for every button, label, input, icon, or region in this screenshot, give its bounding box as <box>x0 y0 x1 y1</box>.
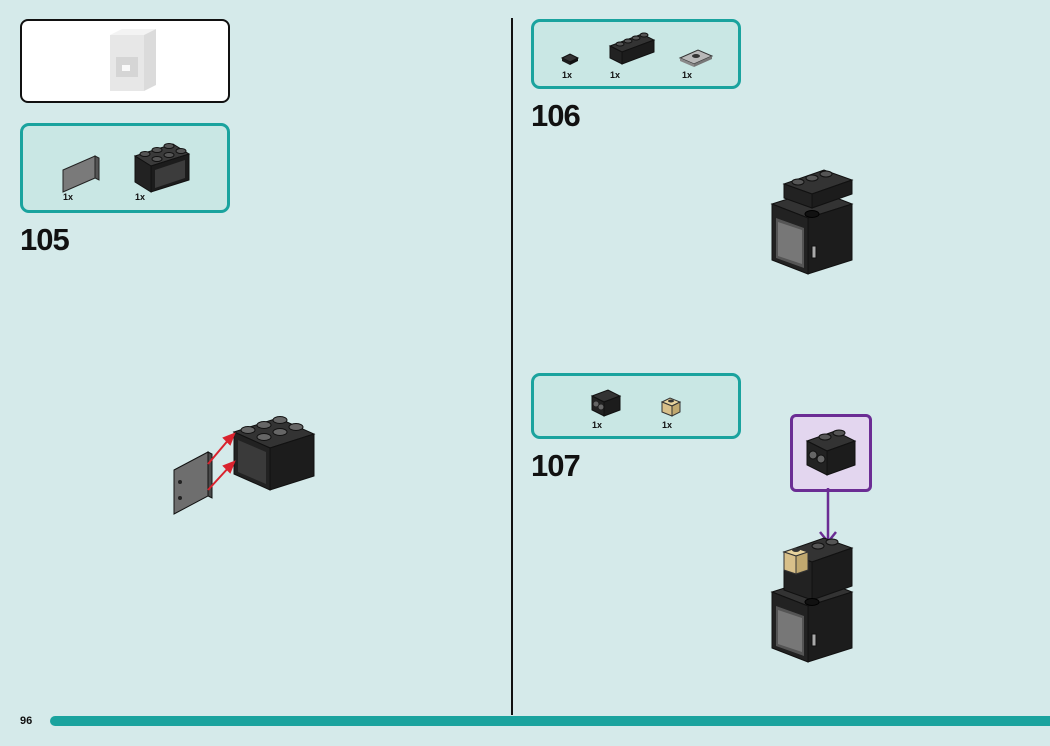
part-qty: 1x <box>63 192 74 202</box>
page-divider <box>511 18 513 715</box>
parts-box-step-107: 1x 1x <box>531 373 741 439</box>
step-number-105: 105 <box>20 222 70 257</box>
insert-arrows <box>207 432 236 491</box>
parts-box-step-106: 1x 1x 1x <box>531 19 741 89</box>
part-qty: 1x <box>135 192 146 202</box>
door-assembly <box>173 451 213 515</box>
part-qty: 1x <box>592 420 603 430</box>
page-number: 96 <box>20 715 33 727</box>
step-107-assembly-illustration <box>770 537 854 663</box>
door-panel-icon <box>62 155 100 193</box>
part-qty: 1x <box>610 70 621 80</box>
part-qty: 1x <box>562 70 573 80</box>
parts-105-illustration <box>62 143 191 193</box>
sub-assembly-callout <box>790 414 872 492</box>
part-qty: 1x <box>682 70 693 80</box>
step-number-107: 107 <box>531 448 581 483</box>
cupboard-icon <box>133 143 191 193</box>
progress-bar <box>50 716 1050 726</box>
model-preview-image <box>110 29 156 91</box>
parts-106-illustration <box>560 32 714 67</box>
step-106-assembly-illustration <box>770 169 854 275</box>
step-105-assembly-illustration <box>173 416 316 515</box>
callout-brick-image <box>805 429 857 476</box>
part-qty: 1x <box>662 420 673 430</box>
cupboard-assembly <box>232 416 316 491</box>
parts-107-illustration <box>590 389 682 417</box>
model-preview-box <box>20 19 230 103</box>
brick-side-studs-icon <box>590 389 622 417</box>
brick-1x4-icon <box>608 32 656 65</box>
parts-box-step-105: 1x 1x <box>20 123 230 213</box>
brick-1x1-tan-icon <box>660 397 682 417</box>
tile-1x1-icon <box>560 53 580 65</box>
step-number-106: 106 <box>531 98 581 133</box>
jumper-plate-icon <box>678 49 714 67</box>
